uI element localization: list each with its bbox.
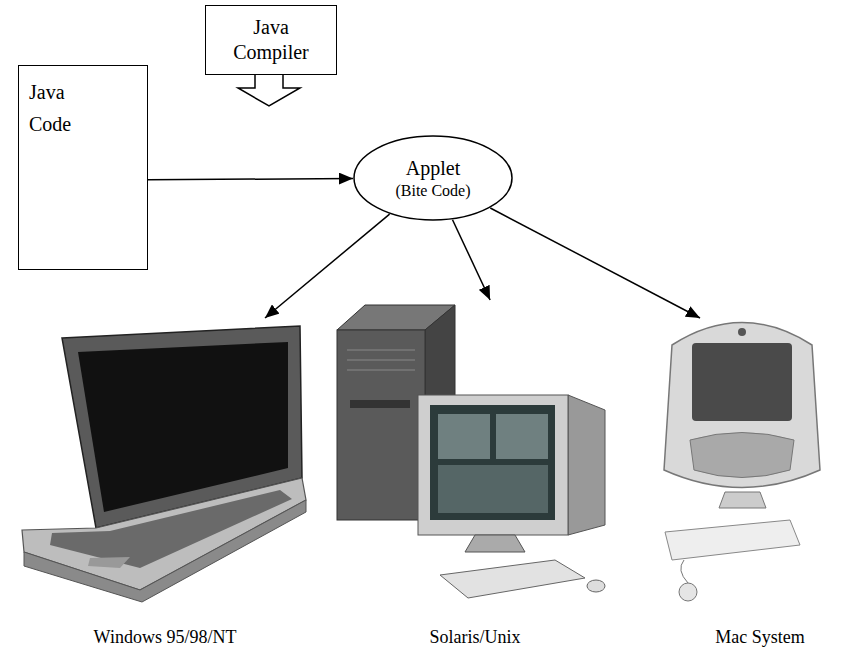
platform-label: Windows 95/98/NT [20,318,310,648]
apple-logo [738,328,746,336]
monitor-stand [465,535,525,552]
imac-grill [690,433,794,478]
laptop-front [24,500,306,602]
flow-arrow [148,179,353,180]
node-label: Mac System [715,626,805,649]
monitor-body [418,395,568,535]
mouse [587,580,605,592]
flow-arrow [490,208,700,318]
node-label: Java Compiler [214,15,328,65]
imac-screen [692,343,792,421]
platform-label: Solaris/Unix [335,300,615,648]
source-code-box: Java Code [18,65,148,270]
screen-window [438,414,490,459]
ellipse-outline [354,136,512,220]
node-label: Windows 95/98/NT [94,626,237,649]
tower-vent [347,360,415,361]
imac-body [664,323,820,488]
laptop-touchpad [88,557,130,568]
node-label: Solaris/Unix [429,626,520,649]
monitor-screen [430,405,555,520]
node-label: Applet [406,156,460,181]
screen-window [496,414,548,459]
node-label: Java Code [29,76,91,140]
tower-drive [350,400,410,408]
laptop-screen [78,342,288,512]
compiler-box: Java Compiler [205,5,337,75]
tower-vent [347,370,415,371]
laptop-illustration [22,326,306,602]
flow-arrow [265,214,390,318]
node-sublabel: (Bite Code) [395,181,470,201]
imac-mouse [679,583,697,601]
tower-vent [347,350,415,351]
keyboard [440,560,585,598]
monitor-side [568,395,605,535]
workstation-illustration [337,305,605,598]
mouse-cable [681,560,688,583]
platform-label: Mac System [680,318,840,648]
flow-arrow [453,220,491,300]
imac-stand [719,492,766,508]
imac-keyboard [665,520,800,560]
applet-ellipse: Applet(Bite Code) [353,135,513,221]
tower-front [337,330,425,520]
screen-window [438,465,548,513]
imac-illustration [664,323,820,602]
